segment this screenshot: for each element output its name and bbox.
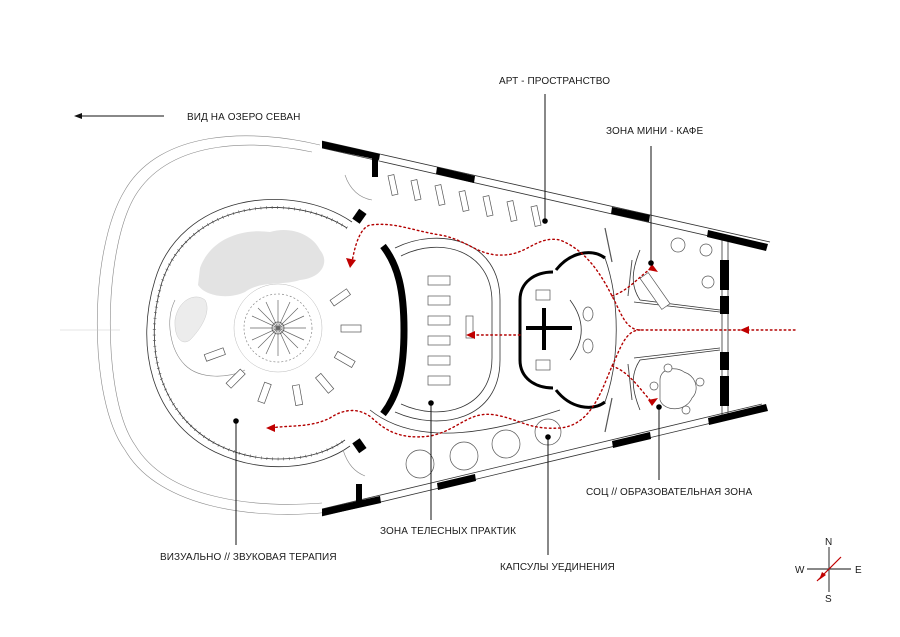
wall-segments: [322, 141, 768, 516]
label-body-practice: ЗОНА ТЕЛЕСНЫХ ПРАКТИК: [380, 526, 516, 537]
right-zones: [604, 227, 721, 433]
label-lake-view: ВИД НА ОЗЕРО СЕВАН: [187, 112, 301, 123]
audio-visual-dome: [146, 199, 353, 467]
leader-cafe: [648, 146, 654, 266]
tree-icon: [233, 283, 323, 373]
site-outline: [97, 135, 331, 515]
label-art-space: АРТ - ПРОСТРАНСТВО: [499, 76, 610, 87]
compass-east: E: [855, 565, 862, 576]
bench-ring: [203, 288, 362, 406]
compass-south: S: [825, 594, 832, 605]
compass-rose-icon: N S E W: [795, 537, 862, 605]
leader-audio: [233, 418, 239, 545]
capsules: [369, 409, 562, 479]
label-social-edu: СОЦ // ОБРАЗОВАТЕЛЬНАЯ ЗОНА: [586, 487, 752, 498]
compass-west: W: [795, 565, 805, 576]
leader-body: [428, 400, 434, 520]
leader-art: [542, 94, 548, 224]
leader-capsules: [545, 434, 551, 555]
arrow-left-icon: [74, 113, 164, 119]
body-practice-hall: [380, 237, 501, 422]
compass-north: N: [825, 537, 832, 548]
label-mini-cafe: ЗОНА МИНИ - КАФЕ: [606, 126, 703, 137]
label-capsules: КАПСУЛЫ УЕДИНЕНИЯ: [500, 562, 615, 573]
leader-social: [656, 404, 662, 480]
doors: [342, 174, 373, 477]
label-audio-visual: ВИЗУАЛЬНО // ЗВУКОВАЯ ТЕРАПИЯ: [160, 552, 337, 563]
central-core: [518, 251, 617, 409]
circulation-route: [266, 223, 796, 438]
art-panels: [387, 174, 542, 227]
